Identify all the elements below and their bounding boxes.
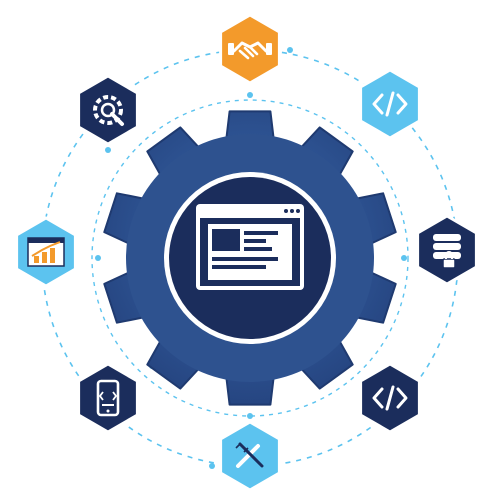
database-lock-icon — [433, 234, 461, 269]
node-handshake — [219, 13, 281, 85]
code-brackets-icon — [372, 91, 408, 117]
node-code-light — [359, 68, 421, 140]
pencil-ruler-icon — [235, 442, 264, 468]
node-analytics — [15, 216, 77, 288]
node-database — [416, 214, 478, 286]
node-code-dark — [359, 362, 421, 434]
growth-chart-icon — [27, 237, 65, 267]
browser-window-icon — [196, 204, 304, 290]
nodes-layer — [15, 13, 478, 492]
node-hexagon — [77, 362, 139, 434]
inner-orbit-ring — [91, 99, 409, 417]
node-hexagon — [77, 74, 139, 146]
node-settings — [77, 74, 139, 146]
mobile-code-icon — [96, 379, 120, 417]
gear-wrench-icon — [93, 95, 124, 126]
handshake-icon — [228, 41, 272, 60]
node-hexagon — [219, 13, 281, 85]
node-mobile — [77, 362, 139, 434]
code-brackets-icon — [372, 385, 408, 411]
node-tools — [219, 420, 281, 492]
